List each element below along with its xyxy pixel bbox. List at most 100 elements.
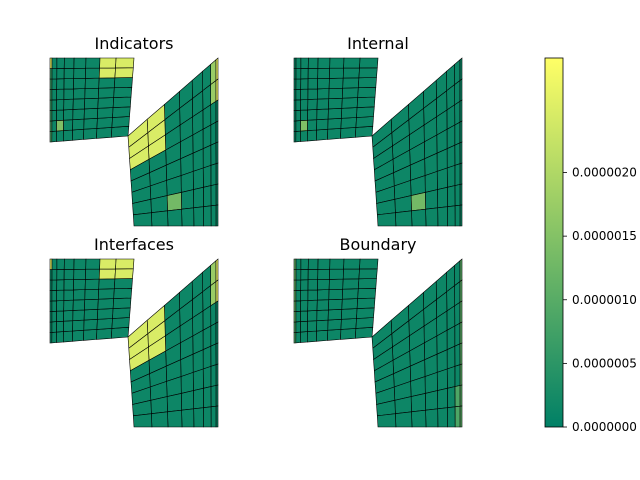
mesh-cell: [454, 163, 461, 186]
mesh-cell: [99, 57, 117, 69]
mesh-cell: [454, 79, 461, 106]
panel-title: Indicators: [94, 34, 173, 53]
mesh-cell: [193, 186, 204, 209]
mesh-cell: [317, 78, 330, 90]
mesh-cell: [316, 319, 329, 332]
mesh-cell: [425, 408, 439, 428]
mesh-cell: [83, 107, 99, 120]
mesh-cell: [447, 185, 456, 208]
mesh-cell: [446, 345, 456, 370]
mesh-cell: [73, 78, 86, 90]
mesh-cell: [358, 67, 378, 79]
mesh-cell: [51, 310, 57, 323]
mesh-cell: [328, 87, 344, 100]
mesh-cell: [340, 318, 357, 330]
mesh-cell: [56, 109, 65, 121]
mesh-cell: [300, 289, 309, 302]
mesh-cell: [459, 99, 463, 123]
mesh-cell: [300, 109, 309, 121]
mesh-cell: [425, 207, 439, 227]
mesh-cell: [357, 287, 377, 299]
mesh-cell: [341, 97, 359, 109]
mesh-cell: [295, 279, 302, 291]
mesh-cell: [96, 117, 113, 129]
mesh-cell: [210, 204, 217, 227]
panel-title: Internal: [347, 34, 409, 53]
mesh-cell: [295, 68, 302, 80]
mesh-cell: [459, 258, 463, 283]
mesh-cell: [459, 279, 463, 303]
mesh: [293, 258, 463, 428]
mesh-cell: [316, 309, 329, 322]
mesh-cell: [328, 278, 344, 290]
mesh-cell: [300, 57, 309, 69]
mesh-cell: [355, 116, 374, 128]
mesh-cell: [73, 258, 87, 270]
mesh-cell: [329, 57, 345, 69]
mesh-cell: [300, 130, 308, 142]
mesh-cell: [210, 184, 217, 207]
panel-indicators: Indicators: [49, 34, 219, 227]
mesh-cell: [459, 78, 463, 102]
mesh-cell: [459, 321, 463, 345]
mesh-cell: [167, 409, 183, 428]
mesh-cell: [132, 212, 153, 227]
mesh-cell: [454, 405, 461, 428]
mesh-cell: [99, 258, 117, 270]
mesh-cell: [410, 393, 426, 413]
mesh-cell: [111, 317, 130, 329]
mesh-cell: [63, 320, 74, 332]
panel-boundary: Boundary: [293, 235, 463, 428]
mesh-cell: [411, 409, 427, 428]
mesh-cell: [97, 298, 115, 310]
mesh-cell: [56, 57, 65, 69]
mesh-cell: [202, 325, 212, 351]
mesh-cell: [210, 121, 217, 146]
mesh-cell: [300, 258, 309, 270]
mesh-cell: [73, 67, 87, 79]
mesh-cell: [354, 326, 374, 339]
mesh-cell: [63, 268, 75, 281]
mesh-cell: [342, 77, 360, 89]
mesh-cell: [202, 345, 212, 370]
mesh-cell: [327, 329, 342, 341]
mesh-cell: [97, 97, 115, 109]
mesh-cell: [113, 77, 133, 89]
mesh-cell: [110, 125, 130, 138]
mesh-cell: [300, 300, 309, 312]
mesh-cell: [358, 268, 378, 280]
mesh-cell: [316, 108, 329, 121]
mesh-cell: [295, 258, 302, 270]
mesh-cell: [166, 192, 182, 212]
mesh-cell: [295, 130, 301, 143]
mesh-cell: [63, 98, 74, 111]
mesh-cell: [51, 99, 58, 111]
mesh-cell: [316, 289, 330, 301]
panel-interfaces: Interfaces: [49, 235, 219, 428]
mesh-cell: [447, 205, 456, 227]
panel-title: Interfaces: [94, 235, 174, 254]
mesh-cell: [295, 99, 302, 111]
mesh-cell: [215, 300, 219, 324]
mesh-cell: [306, 129, 317, 142]
mesh-cell: [72, 329, 85, 342]
mesh-cell: [341, 308, 358, 320]
mesh-cell: [215, 279, 219, 303]
mesh-cell: [84, 97, 99, 110]
mesh-cell: [215, 99, 219, 123]
mesh-cell: [395, 210, 413, 227]
mesh-cell: [359, 258, 379, 270]
mesh-cell: [328, 97, 343, 110]
mesh-cell: [357, 278, 377, 290]
mesh-cell: [317, 279, 330, 291]
mesh-cell: [295, 269, 302, 281]
mesh-cell: [215, 321, 219, 345]
mesh-cell: [97, 87, 115, 99]
mesh-cell: [63, 119, 74, 131]
colorbar-gradient: [544, 57, 564, 428]
mesh-cell: [56, 300, 65, 312]
mesh-cell: [317, 67, 331, 79]
mesh-cell: [215, 57, 219, 82]
mesh-cell: [340, 117, 357, 129]
mesh-cell: [437, 186, 448, 209]
